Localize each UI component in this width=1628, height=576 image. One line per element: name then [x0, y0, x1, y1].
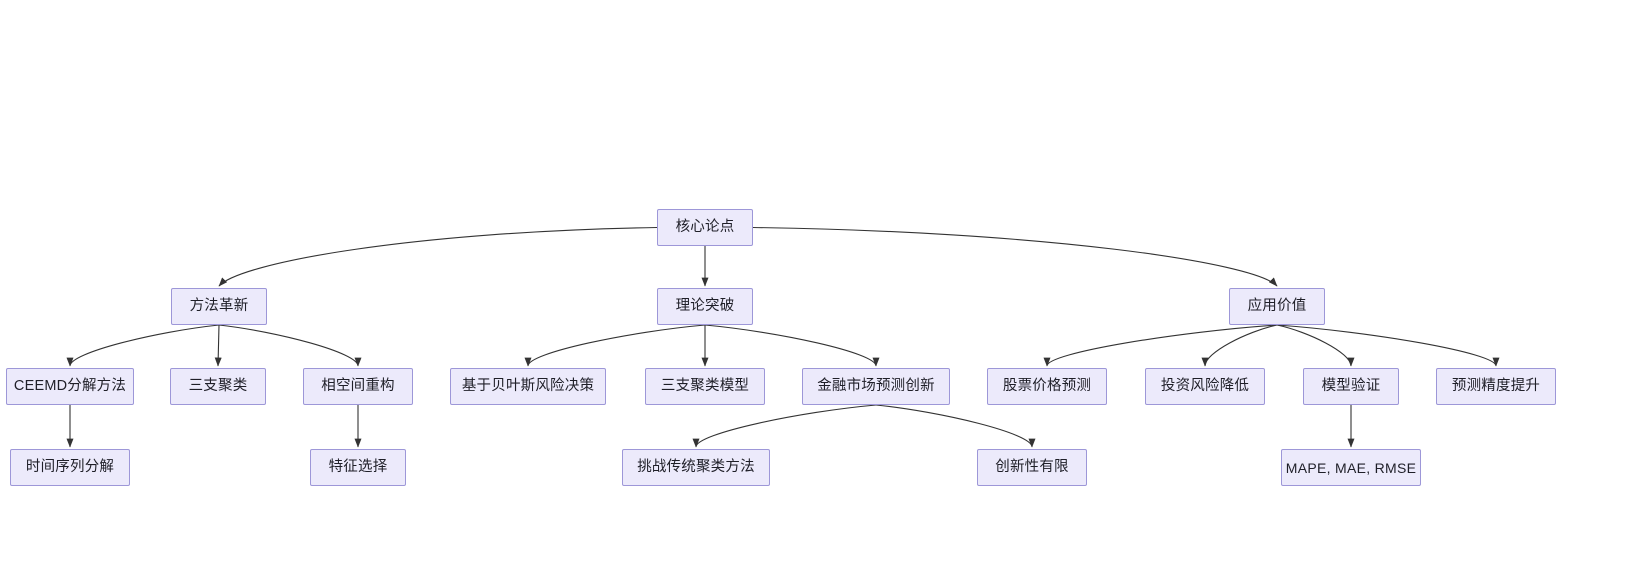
edge-root-to-b3	[752, 226, 1278, 287]
node-c9[interactable]: 模型验证	[1303, 368, 1399, 405]
node-label: 方法革新	[189, 298, 249, 315]
node-label: 创新性有限	[995, 459, 1069, 476]
edge-root-to-b1	[218, 226, 658, 287]
edge-c6-to-d3	[692, 404, 877, 448]
edge-c6-to-d4	[875, 404, 1036, 448]
node-label: MAPE, MAE, RMSE	[1285, 459, 1417, 476]
edge-b2-to-c6	[704, 324, 880, 367]
node-c5[interactable]: 三支聚类模型	[645, 368, 765, 405]
node-d3[interactable]: 挑战传统聚类方法	[622, 449, 770, 486]
node-c10[interactable]: 预测精度提升	[1436, 368, 1556, 405]
node-b3[interactable]: 应用价值	[1229, 288, 1325, 325]
node-d1[interactable]: 时间序列分解	[10, 449, 130, 486]
edge-b1-to-c2	[214, 324, 222, 367]
node-label: 应用价值	[1247, 298, 1307, 315]
edge-b2-to-c4	[524, 324, 706, 367]
node-d2[interactable]: 特征选择	[310, 449, 406, 486]
node-label: 相空间重构	[321, 378, 395, 395]
node-label: 三支聚类	[188, 378, 248, 395]
node-c8[interactable]: 投资风险降低	[1145, 368, 1265, 405]
node-label: 时间序列分解	[25, 459, 115, 476]
node-root[interactable]: 核心论点	[657, 209, 753, 246]
node-d4[interactable]: 创新性有限	[977, 449, 1087, 486]
node-b1[interactable]: 方法革新	[171, 288, 267, 325]
node-label: 特征选择	[328, 459, 388, 476]
edge-b3-to-c8	[1201, 324, 1278, 367]
node-label: 预测精度提升	[1451, 378, 1541, 395]
node-label: 核心论点	[675, 219, 735, 236]
node-label: 三支聚类模型	[660, 378, 750, 395]
edge-b1-to-c1	[66, 324, 220, 367]
node-c2[interactable]: 三支聚类	[170, 368, 266, 405]
node-label: 模型验证	[1321, 378, 1381, 395]
node-label: 投资风险降低	[1160, 378, 1250, 395]
edge-b3-to-c9	[1276, 324, 1355, 367]
node-label: 基于贝叶斯风险决策	[461, 378, 595, 395]
edge-b3-to-c7	[1043, 324, 1278, 367]
node-label: 挑战传统聚类方法	[637, 459, 755, 476]
node-label: 金融市场预测创新	[817, 378, 935, 395]
node-c3[interactable]: 相空间重构	[303, 368, 413, 405]
node-label: 理论突破	[675, 298, 735, 315]
node-b2[interactable]: 理论突破	[657, 288, 753, 325]
node-c7[interactable]: 股票价格预测	[987, 368, 1107, 405]
node-c1[interactable]: CEEMD分解方法	[6, 368, 134, 405]
edge-paths	[66, 226, 1500, 448]
edge-b3-to-c10	[1276, 324, 1500, 367]
node-c4[interactable]: 基于贝叶斯风险决策	[450, 368, 606, 405]
node-label: CEEMD分解方法	[13, 378, 127, 395]
edge-b1-to-c3	[218, 324, 362, 367]
node-d5[interactable]: MAPE, MAE, RMSE	[1281, 449, 1421, 486]
node-c6[interactable]: 金融市场预测创新	[802, 368, 950, 405]
node-label: 股票价格预测	[1002, 378, 1092, 395]
